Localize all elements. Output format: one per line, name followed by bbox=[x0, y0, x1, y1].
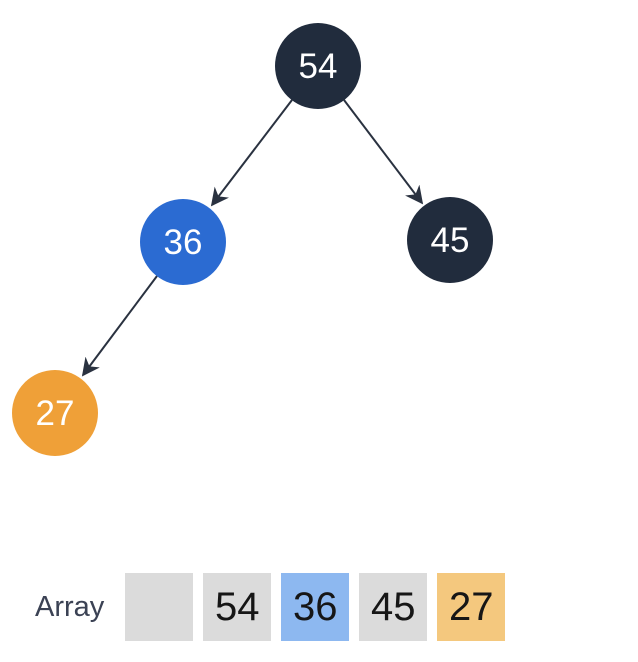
array-cell-value: 27 bbox=[449, 585, 494, 629]
array-cell-value: 54 bbox=[215, 585, 260, 629]
tree-node-label: 27 bbox=[35, 393, 75, 433]
array-row: Array 54 36 45 27 bbox=[35, 573, 506, 641]
tree-node-label: 36 bbox=[163, 222, 203, 262]
array-cell-1: 54 bbox=[203, 573, 272, 641]
edge-36-to-27 bbox=[81, 275, 158, 377]
edge-54-to-45 bbox=[343, 99, 424, 205]
tree-node-36: 36 bbox=[140, 199, 226, 285]
tree-node-label: 54 bbox=[298, 46, 338, 86]
array-cell-value: 36 bbox=[293, 585, 338, 629]
tree-node-54: 54 bbox=[275, 23, 361, 109]
array-label: Array bbox=[35, 590, 105, 623]
array-cell-3: 45 bbox=[359, 573, 428, 641]
array-cell-0 bbox=[125, 573, 194, 641]
array-cell-value: 45 bbox=[371, 585, 416, 629]
array-cell-4: 27 bbox=[437, 573, 506, 641]
tree-node-label: 45 bbox=[430, 220, 470, 260]
tree-node-45: 45 bbox=[407, 197, 493, 283]
tree-node-27: 27 bbox=[12, 370, 98, 456]
edge-54-to-36 bbox=[210, 99, 293, 207]
array-cell-2: 36 bbox=[281, 573, 350, 641]
